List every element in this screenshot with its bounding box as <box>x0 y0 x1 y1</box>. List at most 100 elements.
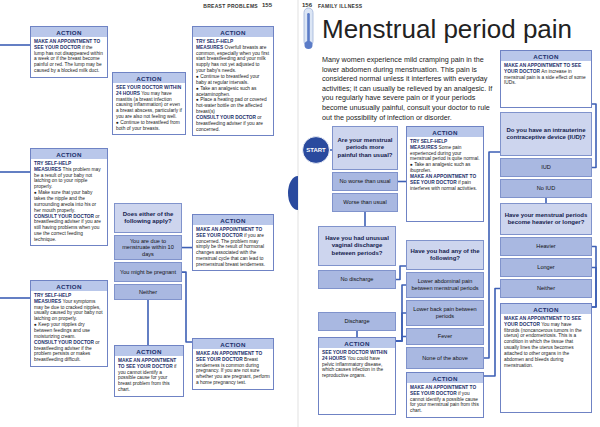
action-paragraph: CONSULT YOUR DOCTORor breastfeeding advi… <box>196 115 270 133</box>
action-body: MAKE AN APPOINTMENT TO SEE YOUR DOCTORAn… <box>501 61 591 88</box>
action-heading: ACTION <box>115 346 183 356</box>
question-box: Does either of the following apply? <box>114 203 182 233</box>
action-heading: ACTION <box>407 127 483 137</box>
action-heading: ACTION <box>501 51 591 61</box>
question-text: Have your menstrual periods become heavi… <box>504 212 588 226</box>
action-paragraph: SEE YOUR DOCTOR WITHIN 24 HOURSYou could… <box>322 350 392 379</box>
answer-box: Fever <box>406 328 484 345</box>
action-body: MAKE AN APPOINTMENT TO SEE YOUR DOCTORBr… <box>193 349 273 388</box>
answer-text: Neither <box>537 285 555 292</box>
action-instruction: CONSULT YOUR DOCTOR <box>34 340 94 345</box>
connector-line <box>396 313 406 341</box>
action-paragraph: TRY SELF-HELP MEASURESOverfull breasts a… <box>196 39 270 74</box>
offpage-connectors <box>0 45 30 298</box>
action-paragraph: CONSULT YOUR DOCTORor breastfeeding advi… <box>34 214 104 243</box>
action-paragraph: ● Make sure that your baby takes the nip… <box>34 190 104 213</box>
action-box: ACTIONMAKE AN APPOINTMENT TO SEE YOUR DO… <box>30 26 108 78</box>
action-heading: ACTION <box>193 215 273 225</box>
action-body: MAKE AN APPOINTMENT TO SEE YOUR DOCTORif… <box>31 37 107 76</box>
page-gutter <box>298 0 299 427</box>
page-number: 155 <box>262 2 276 8</box>
action-box: ACTION SEE YOUR DOCTOR WITHIN 24 HOURSYou… <box>112 72 186 135</box>
answer-text: Longer <box>537 264 554 271</box>
action-heading: ACTION <box>31 149 107 159</box>
action-heading: ACTION <box>407 373 483 383</box>
start-circle: START <box>302 136 330 164</box>
action-paragraph: SEE YOUR DOCTOR WITHIN 24 HOURSYou may h… <box>116 85 182 120</box>
action-box: ACTION TRY SELF-HELP MEASURESThis problem… <box>30 148 108 246</box>
action-body: TRY SELF-HELP MEASURESYour symptoms may … <box>31 291 107 365</box>
question-text: Does either of the following apply? <box>118 211 178 225</box>
intro-text: Many women experience mild cramping pain… <box>322 55 494 122</box>
question-box: Are your menstrual periods more painful … <box>332 126 398 170</box>
bullet-text: ● Make sure that your baby takes the nip… <box>34 190 96 213</box>
answer-box: Neither <box>114 284 182 300</box>
action-paragraph: TRY SELF-HELP MEASURESThis problem may b… <box>34 161 104 190</box>
connector-line <box>484 152 500 358</box>
offpage-line <box>0 297 30 299</box>
thermometer-column <box>307 13 310 43</box>
bullet-text: ● Take an analgesic such as acetaminophe… <box>196 86 256 97</box>
answer-box: None of the above <box>406 347 484 369</box>
action-heading: ACTION <box>319 338 395 348</box>
answer-box: Longer <box>500 258 592 277</box>
page-title: Menstrual period pain <box>322 15 572 45</box>
action-body: SEE YOUR DOCTOR WITHIN 24 HOURSYou may h… <box>113 83 185 134</box>
bullet-text: ● Keep your nipples dry between feedings… <box>34 322 90 339</box>
connector-line <box>147 300 149 345</box>
action-paragraph: ● Take an analgesic such as ibuprofen. <box>410 162 480 174</box>
answer-text: None of the above <box>422 355 468 362</box>
page-tab <box>288 176 298 210</box>
action-instruction: MAKE AN APPOINTMENT TO SEE YOUR DOCTOR <box>118 358 176 369</box>
action-paragraph: MAKE AN APPOINTMENT TO SEE YOUR DOCTORif… <box>196 227 270 268</box>
connector-line <box>396 337 406 342</box>
answer-box: You might be pregnant <box>114 262 182 282</box>
question-box: Have your menstrual periods become heavi… <box>500 203 592 235</box>
action-body: MAKE AN APPOINTMENT TO SEE YOUR DOCTORif… <box>115 356 183 395</box>
question-text: Do you have an intrauterine contraceptiv… <box>504 127 588 141</box>
answer-box: Lower abdominal pain between menstrual p… <box>406 272 484 298</box>
start-label: START <box>306 147 326 153</box>
answer-text: Discharge <box>344 318 369 325</box>
action-heading: ACTION <box>113 73 185 83</box>
action-heading: ACTION <box>193 27 273 37</box>
connector-line <box>484 289 500 377</box>
answer-text: No worse than usual <box>340 178 391 185</box>
action-paragraph: CONSULT YOUR DOCTORor breastfeeding advi… <box>34 340 104 363</box>
answer-text: No discharge <box>341 276 374 283</box>
answer-box: No IUD <box>500 179 592 198</box>
action-body: TRY SELF-HELP MEASURESOverfull breasts a… <box>193 37 273 135</box>
action-box: ACTION MAKE AN APPOINTMENT TO SEE YOUR DO… <box>406 372 484 418</box>
question-box: Do you have an intrauterine contraceptiv… <box>500 112 592 156</box>
action-box: ACTIONMAKE AN APPOINTMENT TO SEE YOUR DO… <box>114 345 184 397</box>
answer-box: You are due to menstruate within 10 days <box>114 235 182 260</box>
action-paragraph: MAKE AN APPOINTMENT TO SEE YOUR DOCTORBr… <box>196 351 270 386</box>
action-box: ACTION MAKE AN APPOINTMENT TO SEE YOUR DO… <box>192 214 274 271</box>
action-heading: ACTION <box>193 339 273 349</box>
answer-text: Lower abdominal pain between menstrual p… <box>410 278 480 291</box>
action-instruction: CONSULT YOUR DOCTOR <box>34 214 94 219</box>
action-box: ACTION TRY SELF-HELP MEASURESYour symptom… <box>30 280 108 367</box>
action-text: if you are concerned. The problem may si… <box>196 233 265 267</box>
answer-text: You might be pregnant <box>120 269 176 276</box>
thermometer-body <box>304 8 313 46</box>
answer-box: Worse than usual <box>332 193 398 212</box>
thermometer-picture <box>304 8 313 49</box>
action-paragraph: TRY SELF-HELP MEASURESYour symptoms may … <box>34 293 104 322</box>
action-body: TRY SELF-HELP MEASURESThis problem may b… <box>31 159 107 245</box>
connector-line <box>182 247 192 249</box>
action-paragraph: ● Take an analgesic such as acetaminophe… <box>196 86 270 98</box>
action-body: TRY SELF-HELP MEASURESSome pain experien… <box>407 137 483 194</box>
bullet-text: ● Place a heating pad or covered hot-wat… <box>196 97 267 114</box>
offpage-line <box>0 44 30 46</box>
action-paragraph: MAKE AN APPOINTMENT TO SEE YOUR DOCTORif… <box>410 385 480 414</box>
question-text: Have you had any of the following? <box>410 248 480 262</box>
offpage-line <box>0 171 30 173</box>
answer-text: Worse than usual <box>343 199 386 206</box>
answer-text: IUD <box>541 164 551 171</box>
action-paragraph: MAKE AN APPOINTMENT TO SEE YOUR DOCTORif… <box>34 39 104 74</box>
answer-text: You are due to menstruate within 10 days <box>118 238 178 258</box>
action-heading: ACTION <box>31 281 107 291</box>
connector-line <box>396 266 406 280</box>
